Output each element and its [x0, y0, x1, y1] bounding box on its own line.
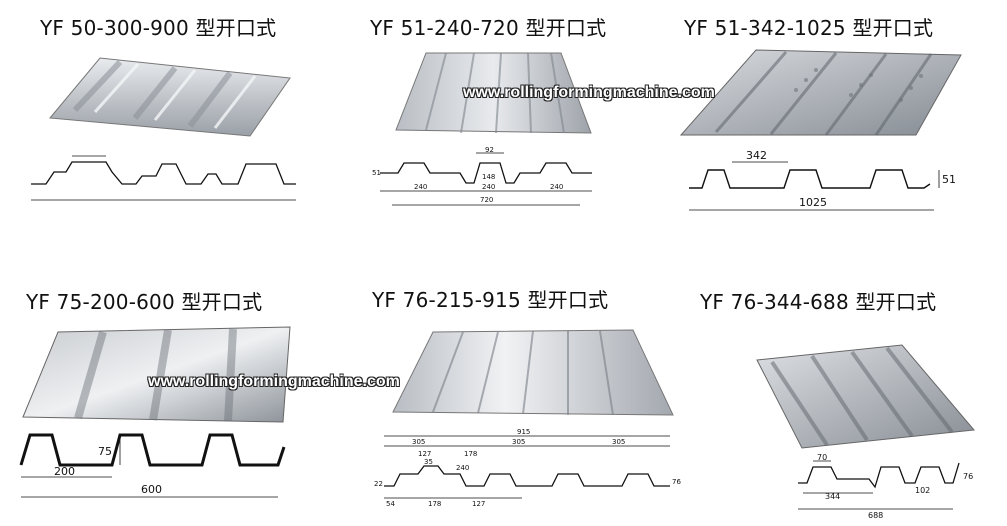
dim-label: 200: [54, 465, 75, 478]
dim-label: 102: [915, 486, 930, 495]
dim-label: 720: [480, 196, 493, 204]
panel-title-2: YF 51-240-720 型开口式: [370, 16, 607, 40]
dim-label: 127: [418, 450, 431, 458]
panel-image-4: [22, 326, 291, 423]
dim-label: 127: [472, 500, 485, 508]
panel-profile-3: 342 51 1025: [689, 149, 956, 211]
dim-label: 70: [817, 453, 827, 462]
dim-label: 240: [414, 183, 427, 191]
panel-title-6: YF 76-344-688 型开口式: [700, 290, 937, 314]
dim-label: 54: [386, 500, 395, 508]
dim-label: 342: [746, 149, 767, 162]
panel-profile-4: 75 200 600: [19, 433, 286, 498]
dim-label: 178: [428, 500, 441, 508]
dim-label: 305: [512, 438, 525, 446]
panel-profile-1: [31, 155, 296, 201]
panel-image-5: [392, 329, 674, 416]
panel-profile-5: 915 305 305 305 127 178 35 240 22 76 54 …: [374, 428, 681, 508]
panel-image-3: [679, 49, 962, 136]
dim-label: 915: [517, 428, 530, 436]
dim-label: 240: [550, 183, 563, 191]
dim-label: 600: [141, 483, 162, 496]
dim-label: 1025: [799, 196, 827, 209]
panel-profile-2: 92 148 51 240 240 240 720: [372, 146, 592, 206]
dim-label: 240: [482, 183, 495, 191]
dim-label: 240: [456, 464, 469, 472]
dim-label: 75: [98, 445, 112, 458]
dim-label: 148: [482, 173, 495, 181]
watermark-text: www.rollingformingmachine.com: [463, 84, 715, 101]
dim-label: 305: [412, 438, 425, 446]
dim-label: 178: [464, 450, 477, 458]
panel-image-1: [49, 57, 291, 137]
dim-label: 51: [372, 169, 381, 177]
dim-label: 76: [672, 478, 681, 486]
dim-label: 51: [942, 173, 956, 186]
watermark-text: www.rollingformingmachine.com: [148, 373, 400, 390]
panel-title-5: YF 76-215-915 型开口式: [372, 288, 609, 312]
dim-label: 305: [612, 438, 625, 446]
panel-title-1: YF 50-300-900 型开口式: [40, 16, 277, 40]
dim-label: 344: [825, 492, 840, 501]
dim-label: 35: [424, 458, 433, 466]
dim-label: 688: [868, 511, 883, 520]
panel-image-2: [395, 52, 592, 134]
dim-label: 76: [963, 472, 973, 481]
dim-label: 92: [485, 146, 494, 154]
dim-label: 22: [374, 480, 383, 488]
panel-image-6: [756, 344, 975, 449]
panel-title-3: YF 51-342-1025 型开口式: [684, 16, 934, 40]
panel-title-4: YF 75-200-600 型开口式: [26, 290, 263, 314]
panel-profile-6: 70 344 102 76 688: [798, 453, 973, 520]
